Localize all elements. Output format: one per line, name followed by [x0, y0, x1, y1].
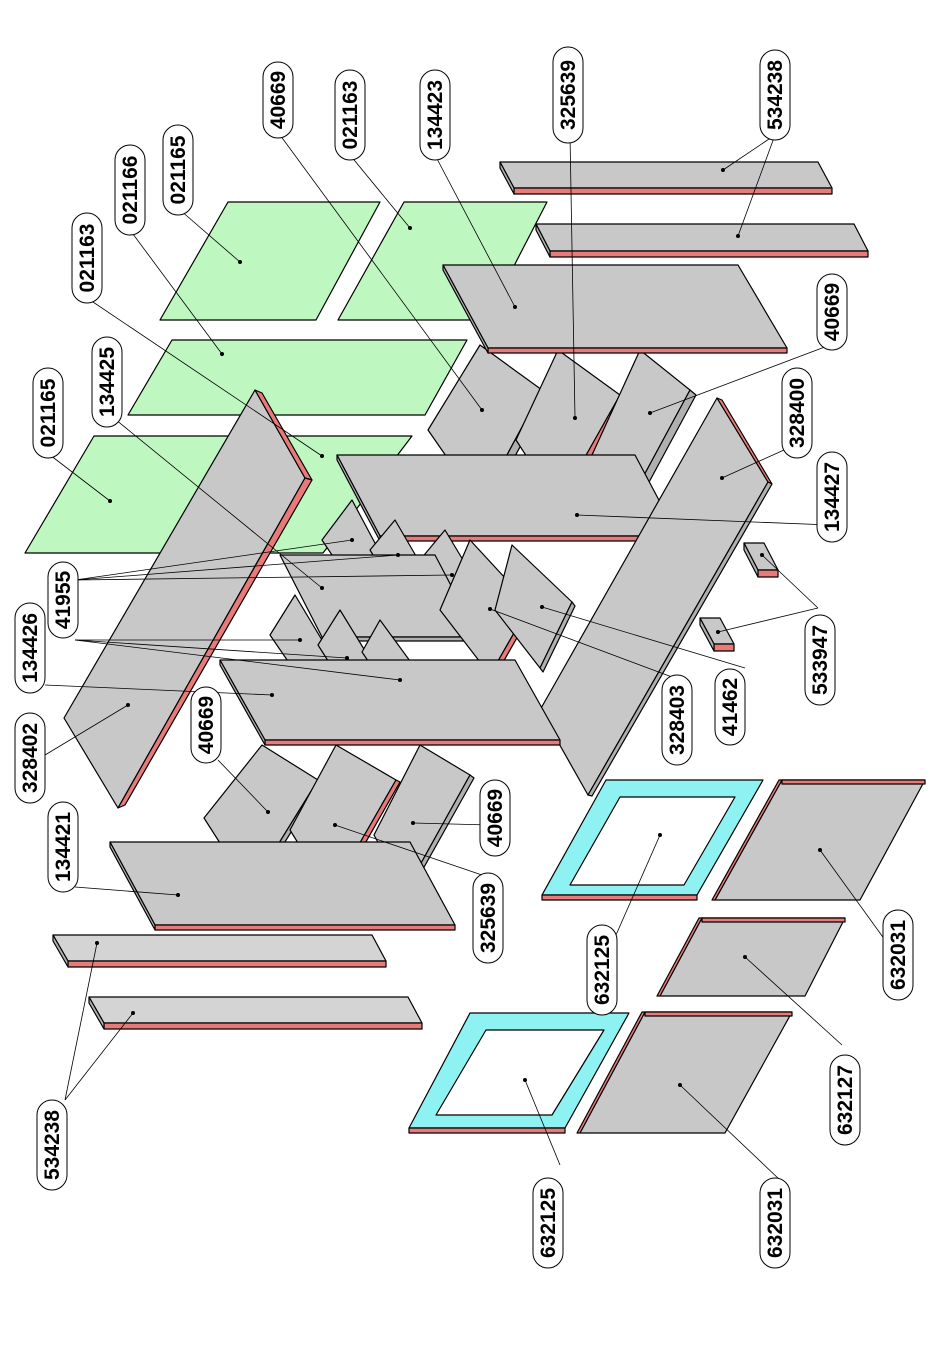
svg-text:534238: 534238: [41, 1110, 64, 1180]
svg-text:134421: 134421: [52, 812, 75, 882]
part-label: 632031: [760, 1178, 790, 1268]
svg-text:134423: 134423: [424, 80, 447, 150]
part-label: 40669: [480, 780, 510, 856]
part-label: 328400: [782, 368, 812, 458]
part-label: 534238: [37, 1100, 67, 1190]
svg-text:40669: 40669: [267, 71, 290, 129]
svg-text:134427: 134427: [821, 462, 844, 532]
svg-text:533947: 533947: [809, 625, 832, 695]
part-label: 534238: [760, 50, 790, 140]
part-label: 41955: [48, 562, 78, 638]
rail-534238-top-1: [500, 162, 832, 194]
part-label: 328403: [662, 675, 692, 765]
board-134423: [443, 265, 787, 353]
board-134421: [110, 842, 455, 930]
part-label: 328402: [15, 713, 45, 803]
part-label: 134426: [15, 603, 45, 693]
part-label: 134421: [48, 802, 78, 892]
part-label: 40669: [263, 62, 293, 138]
svg-text:632031: 632031: [764, 1188, 787, 1258]
svg-text:41462: 41462: [719, 678, 742, 736]
part-label: 41462: [715, 669, 745, 745]
svg-text:328400: 328400: [786, 378, 809, 448]
glass-021166: [128, 340, 467, 415]
part-label: 632125: [533, 1178, 563, 1268]
svg-text:534238: 534238: [764, 60, 787, 130]
block-533947: [744, 543, 778, 577]
svg-text:021163: 021163: [76, 224, 99, 293]
svg-text:134426: 134426: [19, 613, 42, 683]
part-label: 533947: [805, 615, 835, 705]
part-label: 40669: [817, 274, 847, 350]
part-label: 134427: [817, 452, 847, 542]
svg-text:021165: 021165: [167, 135, 190, 204]
part-label: 632125: [587, 925, 617, 1015]
part-label: 021165: [163, 125, 193, 215]
board-134426: [220, 660, 560, 745]
svg-text:328402: 328402: [19, 723, 42, 793]
svg-text:325639: 325639: [557, 60, 580, 130]
svg-text:021166: 021166: [119, 156, 142, 225]
svg-text:41955: 41955: [52, 570, 75, 629]
part-label: 021163: [335, 70, 365, 160]
rail-534238-top-2: [536, 224, 868, 257]
svg-text:325639: 325639: [477, 883, 500, 953]
svg-text:40669: 40669: [195, 696, 218, 754]
part-label: 40669: [191, 687, 221, 763]
part-label: 021163: [72, 213, 102, 303]
svg-text:632125: 632125: [591, 935, 614, 1005]
rail-534238-bottom-2: [89, 997, 422, 1029]
block-41462: [700, 618, 734, 651]
rail-534238-bottom-1: [53, 935, 386, 967]
door-panel-632127: [657, 918, 845, 996]
svg-text:134425: 134425: [96, 347, 119, 417]
part-label: 134423: [420, 70, 450, 160]
part-label: 632127: [830, 1055, 860, 1145]
glass-021165-top: [160, 202, 380, 320]
svg-text:632031: 632031: [887, 920, 910, 990]
svg-text:40669: 40669: [484, 789, 507, 847]
panels: [25, 162, 925, 1133]
svg-text:328403: 328403: [666, 685, 689, 755]
part-label: 632031: [883, 910, 913, 1000]
svg-text:021165: 021165: [37, 378, 60, 447]
part-label: 134425: [92, 337, 122, 427]
part-label: 021166: [115, 145, 145, 235]
part-label: 325639: [553, 47, 583, 143]
svg-text:632125: 632125: [537, 1188, 560, 1258]
svg-text:40669: 40669: [821, 283, 844, 341]
part-label: 021165: [33, 368, 63, 458]
svg-text:021163: 021163: [339, 81, 362, 150]
svg-text:632127: 632127: [834, 1065, 857, 1135]
part-label: 325639: [473, 873, 503, 963]
